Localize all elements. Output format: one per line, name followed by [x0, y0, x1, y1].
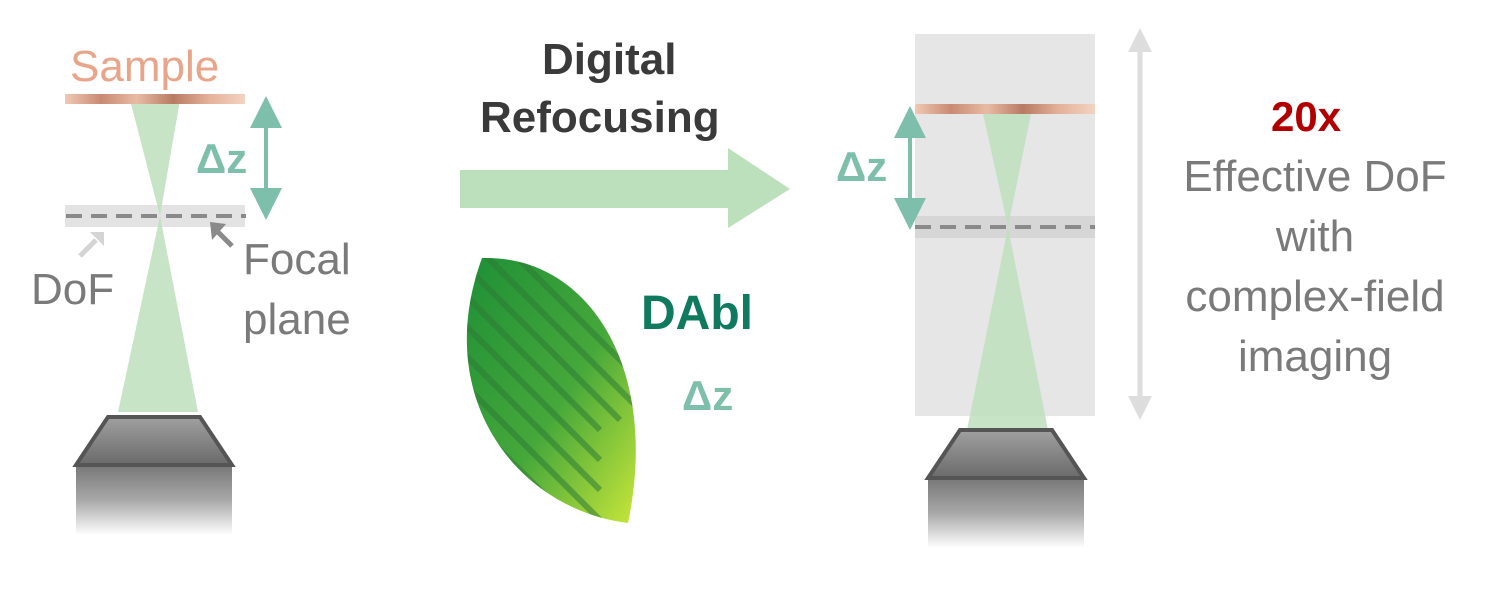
- magnification-label: 20x: [1271, 93, 1342, 140]
- sample-label: Sample: [70, 42, 220, 91]
- right-setup: [894, 28, 1152, 548]
- dof-pointer-icon: [78, 232, 104, 258]
- caption-line4: imaging: [1237, 332, 1393, 381]
- dabl-leaf-icon: [466, 257, 636, 523]
- delta-z-label-middle: Δz: [682, 372, 734, 419]
- left-setup: [65, 94, 282, 535]
- caption-line1: Effective DoF: [1183, 152, 1447, 201]
- focal-plane-label-line1: Focal: [243, 235, 351, 284]
- light-cone-lower: [118, 216, 198, 412]
- sample-strip-right: [915, 104, 1095, 114]
- delta-z-label-left: Δz: [196, 135, 248, 182]
- focal-plane-pointer-icon: [210, 222, 234, 248]
- caption-line3: complex-field: [1185, 272, 1445, 321]
- sample-strip: [65, 94, 245, 104]
- dabl-label: DAbl: [641, 287, 753, 340]
- light-cone-right-lower: [967, 227, 1048, 430]
- delta-z-label-right: Δz: [836, 143, 888, 190]
- light-cone-right: [983, 114, 1031, 227]
- effective-dof-arrow: [1128, 28, 1152, 420]
- objective-lens-right: [924, 428, 1088, 548]
- caption-line2: with: [1275, 212, 1355, 261]
- dof-label: DoF: [31, 265, 115, 314]
- refocusing-title-line2: Refocusing: [480, 93, 720, 142]
- objective-lens-left: [72, 415, 236, 535]
- refocus-arrow: [460, 148, 790, 228]
- refocusing-title-line1: Digital: [542, 35, 677, 84]
- light-cone: [130, 100, 180, 216]
- focal-plane-label-line2: plane: [243, 295, 351, 344]
